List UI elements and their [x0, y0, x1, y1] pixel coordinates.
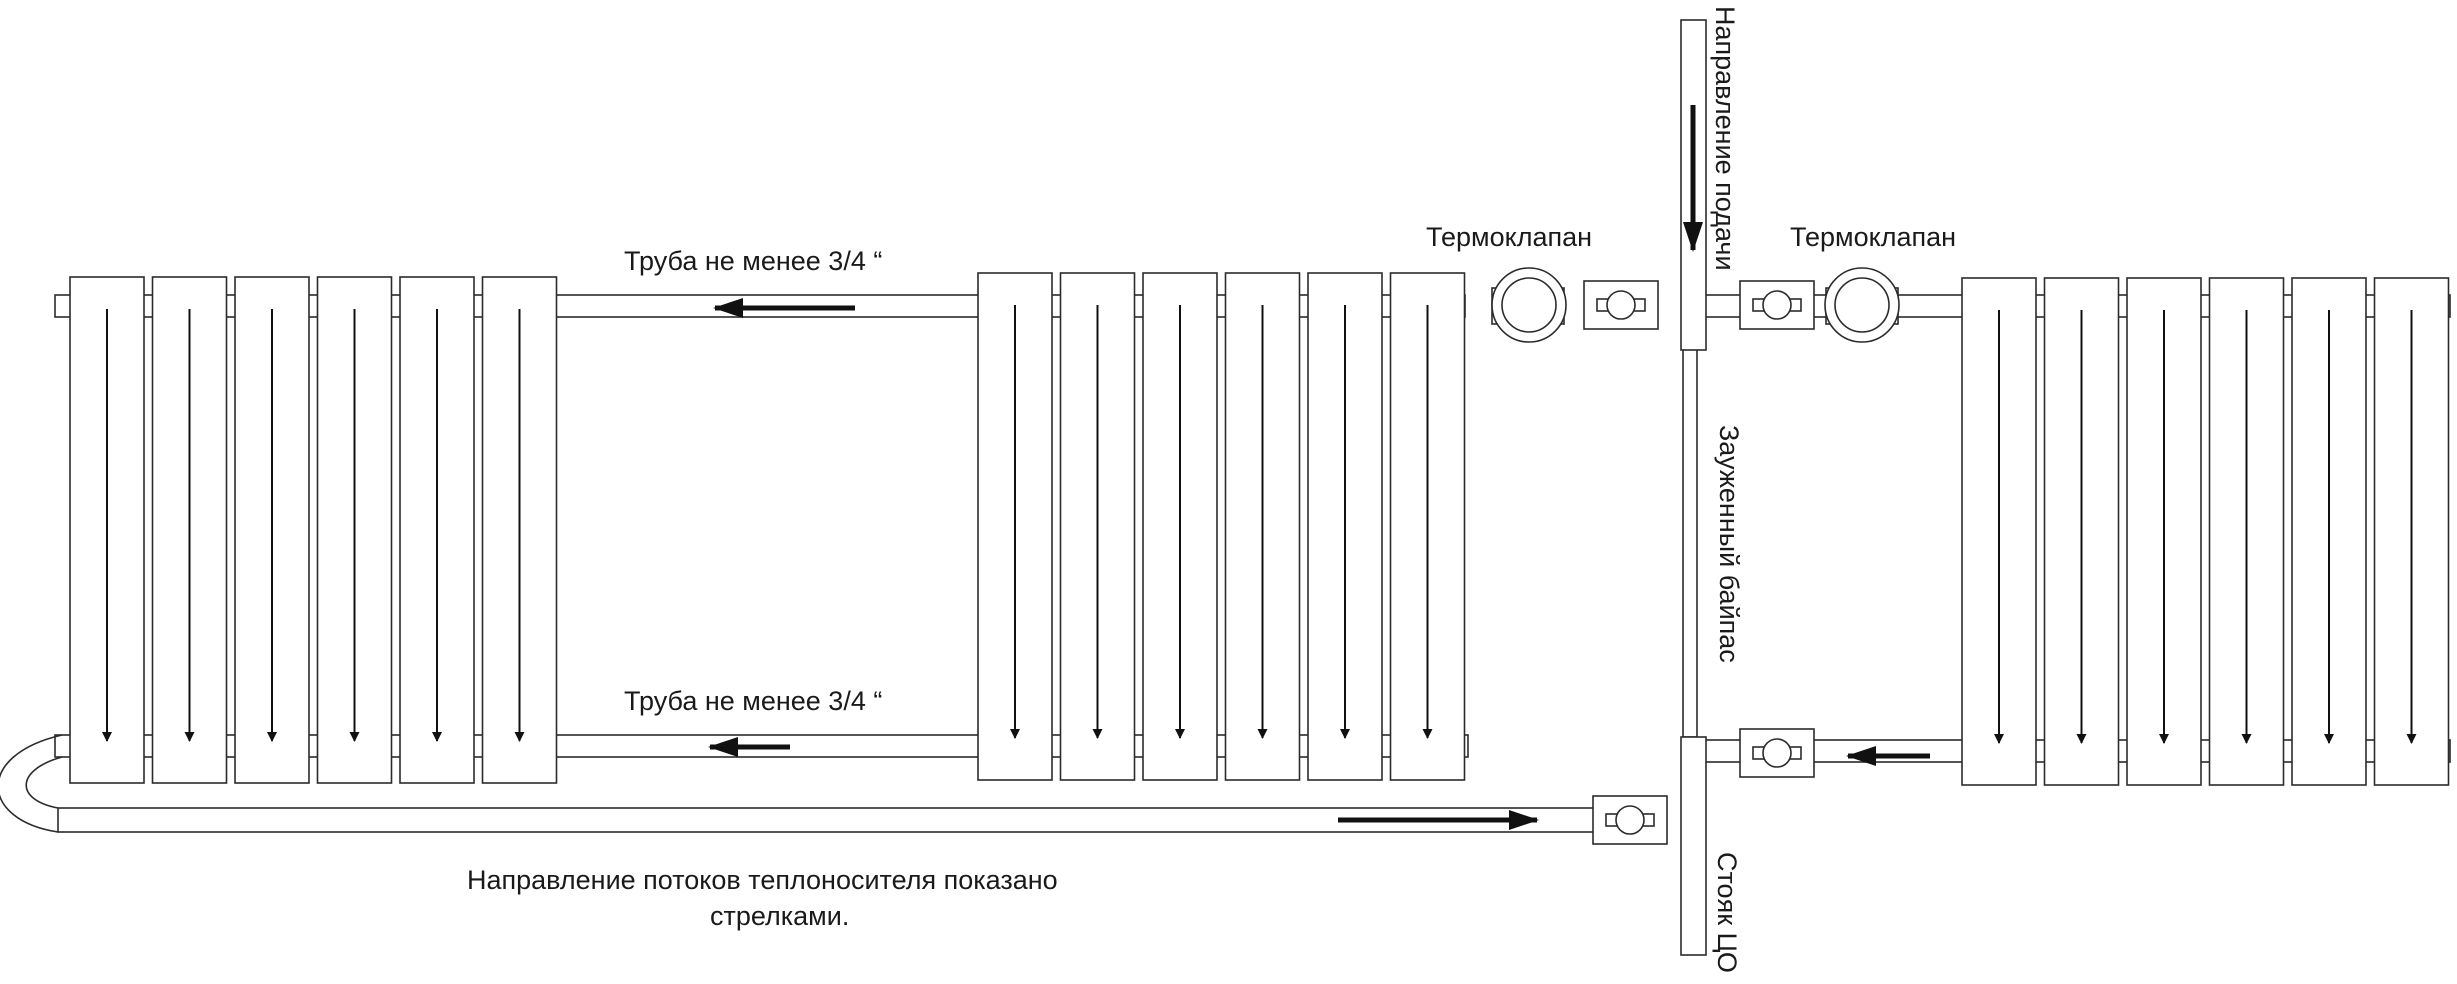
label-thermovalve-right: Термоклапан: [1790, 222, 1956, 252]
note-line-2: стрелками.: [710, 901, 849, 931]
bypass-tube: [1682, 346, 1698, 738]
ball-valve-return[interactable]: [1592, 795, 1668, 845]
ball-valve-top-right[interactable]: [1739, 280, 1815, 330]
riser-top: [1680, 19, 1707, 351]
valves: [1491, 267, 1900, 845]
thermovalve-right[interactable]: [1824, 267, 1900, 343]
note-line-1: Направление потоков теплоносителя показа…: [467, 865, 1058, 895]
radiators: [69, 272, 2450, 786]
thermovalve-left[interactable]: [1491, 267, 1567, 343]
label-thermovalve-left: Термоклапан: [1426, 222, 1592, 252]
label-supply-direction: Направление подачи: [1710, 6, 1740, 271]
riser-bottom: [1680, 736, 1707, 956]
label-narrowed-bypass: Зауженный байпас: [1714, 425, 1744, 663]
label-riser: Стояк ЦО: [1712, 852, 1742, 973]
ball-valve-bottom-right[interactable]: [1739, 728, 1815, 778]
flow-arrows: [708, 105, 1930, 830]
labels: Труба не менее 3/4 “ Труба не менее 3/4 …: [467, 6, 1956, 973]
label-pipe-bottom: Труба не менее 3/4 “: [624, 686, 882, 716]
ball-valve-top-left[interactable]: [1583, 280, 1659, 330]
radiator-right: [1961, 277, 2450, 786]
radiator-left: [69, 276, 558, 784]
label-pipe-top: Труба не менее 3/4 “: [624, 246, 882, 276]
u-bend: [0, 734, 63, 833]
radiator-middle: [977, 272, 1466, 781]
